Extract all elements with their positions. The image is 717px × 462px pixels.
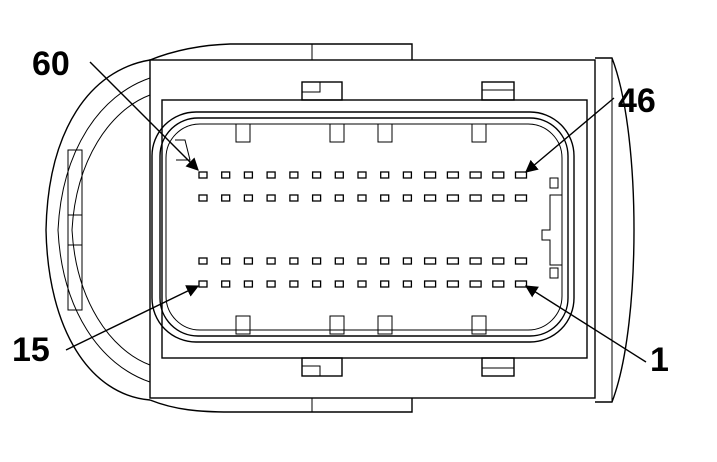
- pin-cavity: [492, 171, 505, 179]
- pin-grid: [198, 171, 528, 288]
- pin-cavity: [221, 280, 231, 288]
- pin-cavity: [514, 171, 528, 179]
- pin-cavity: [492, 257, 505, 265]
- pin-cavity: [380, 194, 390, 202]
- pin-cavity: [446, 280, 460, 288]
- pin-cavity: [243, 194, 254, 202]
- pin-cavity: [311, 171, 322, 179]
- leader-line-15: [65, 285, 200, 351]
- pin-cavity: [243, 171, 254, 179]
- pin-cavity: [380, 280, 390, 288]
- pin-label-15: 15: [12, 331, 50, 369]
- pin-cavity: [514, 194, 528, 202]
- connector-rear-hood: [45, 43, 413, 413]
- pin-cavity: [357, 280, 367, 288]
- pin-cavity: [492, 194, 505, 202]
- pin-cavity: [334, 257, 344, 265]
- pin-cavity: [514, 280, 528, 288]
- pin-cavity: [446, 257, 460, 265]
- pin-cavity: [469, 280, 482, 288]
- pin-cavity: [198, 257, 208, 265]
- pin-cavity: [492, 280, 505, 288]
- pin-cavity: [221, 171, 231, 179]
- pin-cavity: [311, 280, 322, 288]
- pin-cavity: [289, 194, 299, 202]
- pin-cavity: [198, 280, 208, 288]
- leader-line-1: [524, 285, 647, 363]
- pin-cavity: [357, 171, 367, 179]
- pin-cavity: [289, 257, 299, 265]
- connector-housing: [149, 57, 635, 403]
- pin-cavity: [469, 171, 482, 179]
- pin-label-46: 46: [618, 82, 656, 120]
- pin-cavity: [266, 194, 276, 202]
- pin-cavity: [266, 280, 276, 288]
- pin-cavity: [311, 194, 322, 202]
- pin-cavity: [311, 257, 322, 265]
- pin-label-1: 1: [650, 341, 669, 379]
- pin-cavity: [221, 257, 231, 265]
- pin-cavity: [198, 171, 208, 179]
- pin-cavity: [221, 194, 231, 202]
- pin-cavity: [402, 280, 413, 288]
- leader-lines: [65, 61, 647, 363]
- pin-cavity: [289, 171, 299, 179]
- pin-cavity: [402, 171, 413, 179]
- pin-cavity: [402, 194, 413, 202]
- pin-cavity: [402, 257, 413, 265]
- pin-cavity: [514, 257, 528, 265]
- connector-mating-face: [151, 111, 575, 343]
- leader-line-60: [89, 61, 199, 171]
- pin-cavity: [380, 257, 390, 265]
- pin-cavity: [334, 280, 344, 288]
- leader-line-46: [525, 97, 615, 173]
- pin-cavity: [423, 194, 437, 202]
- pin-cavity: [357, 257, 367, 265]
- pin-cavity: [357, 194, 367, 202]
- pin-cavity: [423, 257, 437, 265]
- pin-cavity: [423, 171, 437, 179]
- pin-cavity: [469, 194, 482, 202]
- pin-cavity: [243, 257, 254, 265]
- pin-cavity: [289, 280, 299, 288]
- pin-cavity: [423, 280, 437, 288]
- pin-cavity: [266, 257, 276, 265]
- pin-label-60: 60: [32, 45, 70, 83]
- pin-cavity: [446, 194, 460, 202]
- pin-cavity: [266, 171, 276, 179]
- pin-cavity: [380, 171, 390, 179]
- pin-cavity: [469, 257, 482, 265]
- pin-cavity: [334, 171, 344, 179]
- pin-cavity: [243, 280, 254, 288]
- pin-cavity: [334, 194, 344, 202]
- pin-cavity: [446, 171, 460, 179]
- pin-cavity: [198, 194, 208, 202]
